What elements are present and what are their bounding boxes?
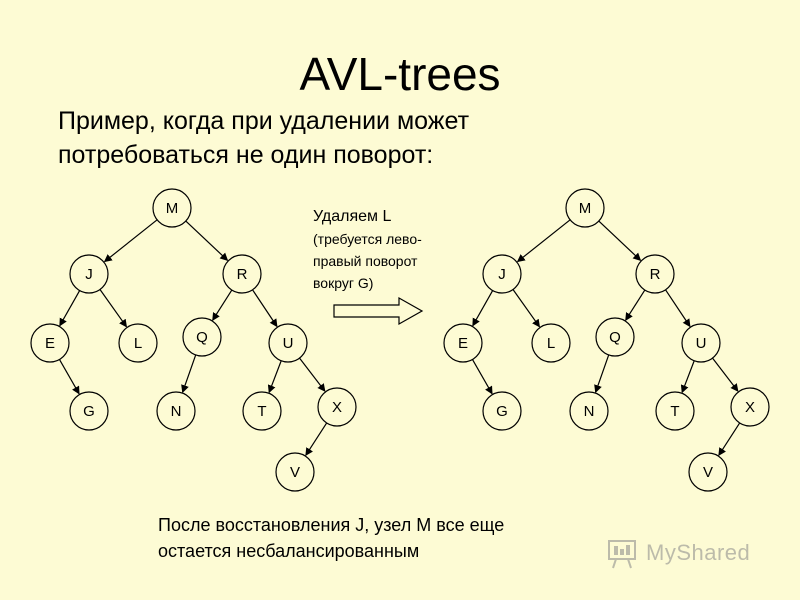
- tree-node-g: [482, 391, 522, 431]
- tree-node-label: Q: [609, 329, 621, 346]
- transition-arrow: [333, 296, 424, 326]
- tree-node-label: N: [171, 403, 182, 420]
- tree-node-label: U: [696, 335, 707, 352]
- tree-node-n: [156, 391, 196, 431]
- tree-node-g: [69, 391, 109, 431]
- tree-node-label: T: [257, 403, 266, 420]
- tree-node-label: N: [584, 403, 595, 420]
- edge-m-j: [516, 219, 571, 263]
- tree-node-label: R: [650, 266, 661, 283]
- edge-j-l: [99, 289, 127, 328]
- edge-j-l: [512, 289, 540, 328]
- tree-node-label: E: [45, 335, 55, 352]
- tree-node-label: R: [237, 266, 248, 283]
- presentation-icon: [608, 540, 636, 569]
- tree-node-q: [595, 317, 635, 357]
- tree-node-label: L: [134, 335, 142, 352]
- edge-r-u: [665, 289, 691, 328]
- edge-u-t: [680, 360, 695, 394]
- edge-e-g: [58, 359, 80, 395]
- note-line-1: Удаляем L: [313, 208, 392, 225]
- deletion-note: Удаляем L (требуется лево- правый поворо…: [313, 206, 473, 294]
- tree-node-x: [730, 387, 770, 427]
- tree-node-u: [681, 323, 721, 363]
- edge-q-n: [181, 354, 197, 394]
- subtitle: Пример, когда при удалении может потребо…: [58, 104, 578, 172]
- tree-node-q: [182, 317, 222, 357]
- tree-node-r: [222, 254, 262, 294]
- tree-node-label: G: [83, 403, 95, 420]
- tree-node-r: [635, 254, 675, 294]
- tree-node-e: [443, 323, 483, 363]
- subtitle-line-1: Пример, когда при удалении может: [58, 107, 470, 135]
- watermark-text: MyShared: [646, 540, 751, 565]
- edge-u-x: [712, 357, 739, 392]
- tree-node-label: M: [579, 200, 592, 217]
- tree-node-label: J: [85, 266, 93, 283]
- watermark-logo: MyShared: [606, 536, 776, 572]
- tree-node-v: [688, 452, 728, 492]
- edge-j-e: [472, 290, 494, 327]
- tree-node-label: X: [745, 399, 755, 416]
- tree-node-label: U: [283, 335, 294, 352]
- tree-node-j: [69, 254, 109, 294]
- tree-before: M J R E L Q U G N T X V: [30, 188, 357, 492]
- tree-node-label: V: [290, 464, 300, 481]
- edge-e-g: [471, 359, 493, 395]
- tree-node-v: [275, 452, 315, 492]
- page-title: AVL-trees: [299, 48, 501, 100]
- tree-node-t: [655, 391, 695, 431]
- tree-node-x: [317, 387, 357, 427]
- note-line-4: вокруг G): [313, 275, 374, 291]
- edge-q-n: [594, 354, 610, 394]
- edge-r-q: [212, 289, 233, 321]
- edge-j-e: [59, 290, 81, 327]
- tree-node-l: [531, 323, 571, 363]
- footer-line-1: После восстановления J, узел M все еще: [158, 515, 505, 535]
- note-line-2: (требуется лево-: [313, 231, 422, 247]
- tree-after: M J R E L Q U G N T X V: [443, 188, 770, 492]
- edge-m-r: [598, 220, 642, 261]
- edge-u-x: [299, 357, 326, 392]
- tree-node-label: M: [166, 200, 179, 217]
- tree-node-l: [118, 323, 158, 363]
- subtitle-line-2: потребоваться не один поворот:: [58, 141, 434, 169]
- tree-node-j: [482, 254, 522, 294]
- edge-m-r: [185, 220, 229, 261]
- tree-node-label: T: [670, 403, 679, 420]
- tree-node-t: [242, 391, 282, 431]
- edge-x-v: [305, 422, 328, 457]
- edge-m-j: [103, 219, 158, 263]
- footer-note: После восстановления J, узел M все еще о…: [158, 512, 618, 564]
- tree-node-n: [569, 391, 609, 431]
- tree-node-label: E: [458, 335, 468, 352]
- edge-r-q: [625, 289, 646, 321]
- edge-u-t: [267, 360, 282, 394]
- tree-node-label: J: [498, 266, 506, 283]
- edge-r-u: [252, 289, 278, 328]
- tree-node-u: [268, 323, 308, 363]
- tree-node-m: [152, 188, 192, 228]
- tree-node-label: V: [703, 464, 713, 481]
- tree-node-label: X: [332, 399, 342, 416]
- footer-line-2: остается несбалансированным: [158, 541, 420, 561]
- edge-x-v: [718, 422, 741, 457]
- tree-node-m: [565, 188, 605, 228]
- tree-node-label: G: [496, 403, 508, 420]
- tree-node-label: Q: [196, 329, 208, 346]
- tree-node-e: [30, 323, 70, 363]
- tree-node-label: L: [547, 335, 555, 352]
- note-line-3: правый поворот: [313, 253, 418, 269]
